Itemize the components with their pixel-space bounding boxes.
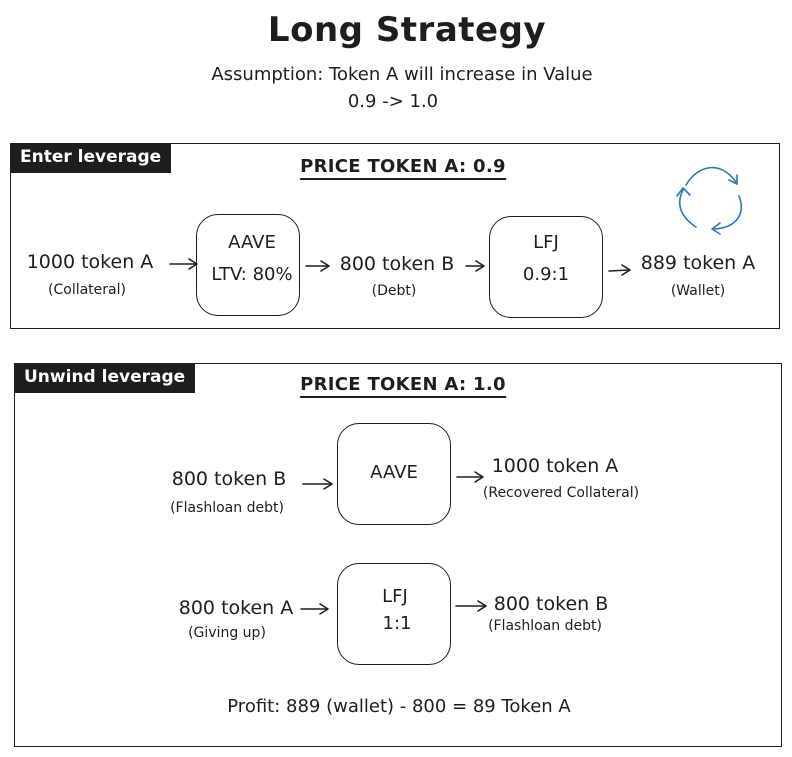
cycle-arrows-icon bbox=[676, 166, 742, 235]
profit-text: Profit: 889 (wallet) - 800 = 89 Token A bbox=[227, 696, 571, 717]
wallet-note: (Wallet) bbox=[670, 283, 726, 299]
price-change-text: 0.9 -> 1.0 bbox=[347, 91, 439, 112]
unwind-lfj-node bbox=[337, 563, 451, 665]
enter-lfj-node bbox=[489, 216, 603, 318]
flash-out-amount: 800 token B bbox=[493, 593, 609, 615]
flash-in-amount: 800 token B bbox=[171, 468, 287, 490]
unwind-price-title: PRICE TOKEN A: 1.0 bbox=[300, 374, 506, 398]
arrow-collateral-to-aave bbox=[169, 258, 198, 270]
recovered-note: (Recovered Collateral) bbox=[482, 485, 640, 501]
collateral-note: (Collateral) bbox=[48, 282, 126, 298]
debt-amount: 800 token B bbox=[339, 253, 455, 275]
enter-lfj-rate: 0.9:1 bbox=[522, 264, 570, 285]
recovered-amount: 1000 token A bbox=[491, 455, 619, 477]
enter-aave-ltv: LTV: 80% bbox=[211, 264, 293, 285]
arrow-give-to-lfj bbox=[300, 603, 329, 615]
enter-leverage-panel bbox=[10, 143, 780, 329]
arrow-lfj-to-wallet bbox=[608, 264, 631, 276]
unwind-lfj-label: LFJ bbox=[382, 586, 408, 607]
unwind-price-title-text: PRICE TOKEN A: 1.0 bbox=[300, 374, 506, 398]
enter-price-title: PRICE TOKEN A: 0.9 bbox=[300, 156, 506, 180]
page-title: Long Strategy bbox=[267, 10, 547, 50]
give-amount: 800 token A bbox=[178, 597, 294, 619]
assumption-text: Assumption: Token A will increase in Val… bbox=[211, 64, 593, 85]
enter-lfj-label: LFJ bbox=[533, 232, 559, 253]
flash-out-note: (Flashloan debt) bbox=[488, 618, 602, 634]
enter-aave-label: AAVE bbox=[228, 232, 276, 253]
arrow-aave-to-recovered bbox=[456, 471, 484, 483]
flash-in-note: (Flashloan debt) bbox=[170, 500, 284, 516]
arrow-lfj-to-flash bbox=[455, 600, 487, 612]
arrow-flash-to-aave bbox=[302, 478, 333, 490]
unwind-leverage-tag: Unwind leverage bbox=[14, 363, 196, 393]
wallet-amount: 889 token A bbox=[640, 252, 756, 274]
collateral-amount: 1000 token A bbox=[26, 251, 154, 273]
unwind-lfj-rate: 1:1 bbox=[382, 613, 412, 634]
enter-leverage-tag: Enter leverage bbox=[10, 143, 172, 173]
arrow-debt-to-lfj bbox=[465, 260, 485, 272]
unwind-aave-label: AAVE bbox=[370, 462, 418, 483]
give-note: (Giving up) bbox=[188, 625, 266, 641]
enter-price-title-text: PRICE TOKEN A: 0.9 bbox=[300, 156, 506, 180]
unwind-aave-node bbox=[337, 423, 451, 525]
arrow-aave-to-debt bbox=[305, 260, 330, 272]
debt-note: (Debt) bbox=[371, 283, 417, 299]
